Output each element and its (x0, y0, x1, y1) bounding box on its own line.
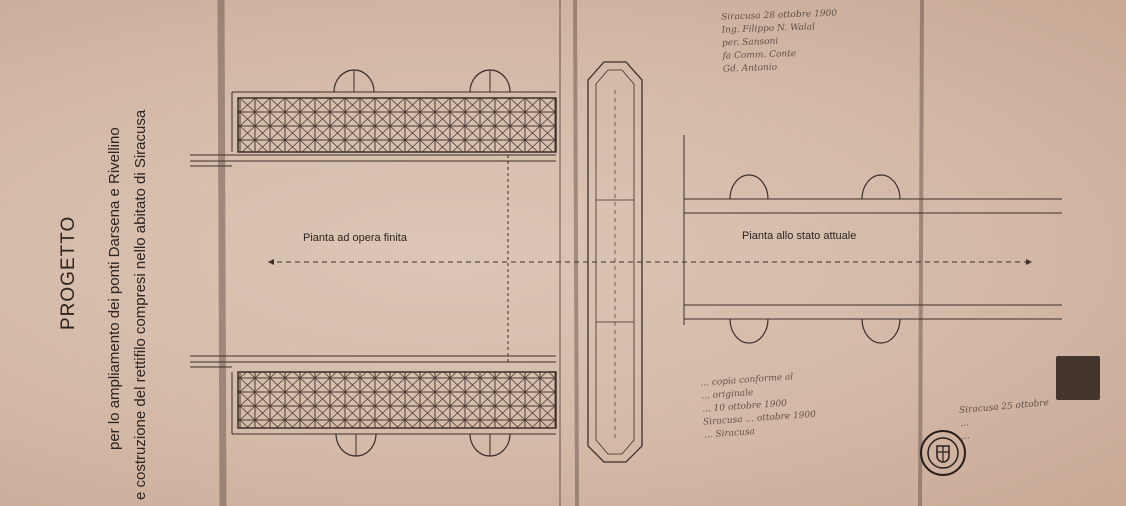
document-subtitle-line1: per lo ampliamento dei ponti Darsena e R… (106, 127, 123, 450)
handwritten-note-top: Siracusa 28 ottobre 1900 Ing. Filippo N.… (721, 0, 1043, 76)
plan-current-label: Pianta allo stato attuale (742, 230, 857, 242)
central-pier (587, 61, 643, 463)
document-title: PROGETTO (58, 215, 79, 330)
ink-stamp-icon (1056, 356, 1100, 400)
bridge-top-finished (231, 69, 557, 153)
bridge-current (683, 135, 1062, 344)
plan-finished-label: Pianta ad opera finita (303, 232, 407, 244)
road-finished (190, 154, 556, 368)
bridge-bottom-finished (231, 371, 557, 457)
official-seal-icon (920, 430, 966, 476)
document-subtitle-line2: e costruzione del rettifilo compresi nel… (132, 109, 149, 500)
fold-lines (217, 0, 924, 506)
